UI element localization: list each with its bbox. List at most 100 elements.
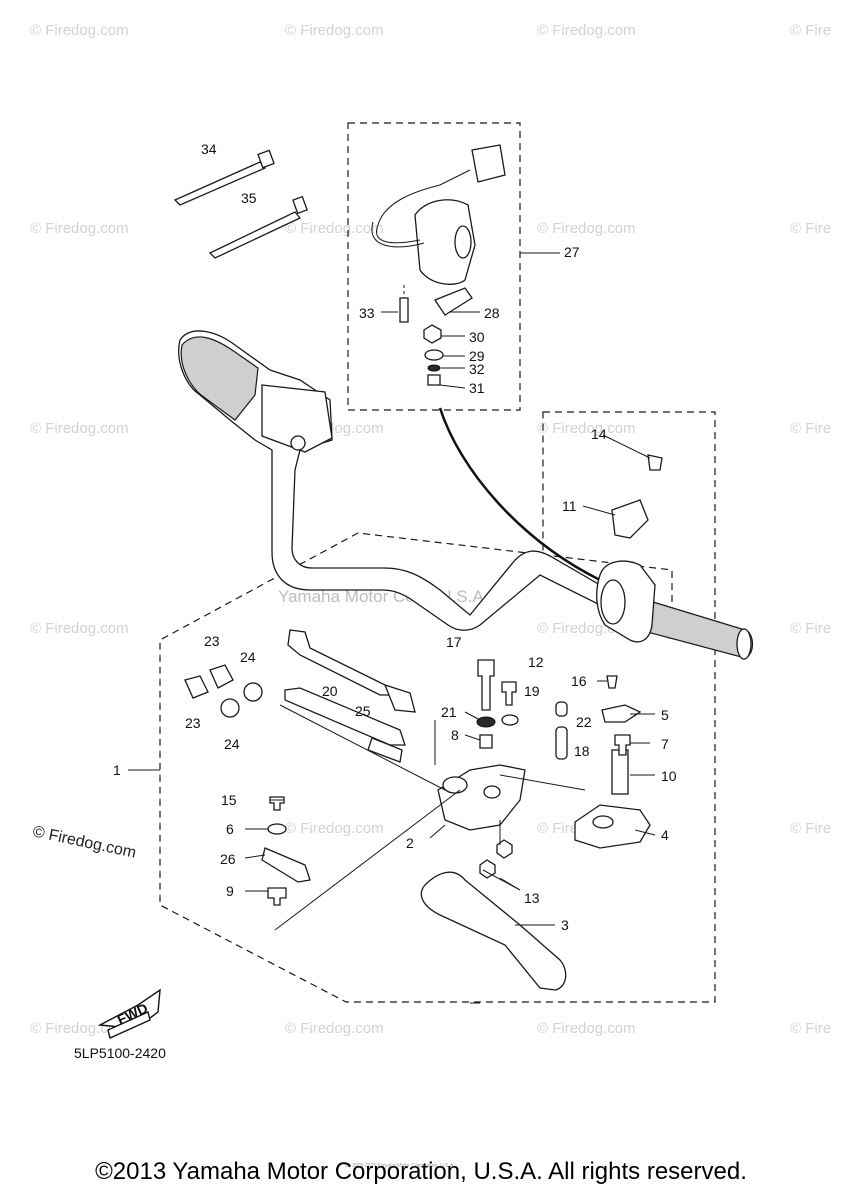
callout-9: 9 — [226, 883, 234, 899]
callout-13: 13 — [524, 890, 540, 906]
screw-14 — [647, 454, 663, 471]
nut-13 — [479, 859, 496, 879]
watermark: © Firedog.com — [537, 420, 636, 437]
pin-18 — [555, 726, 568, 760]
callout-5: 5 — [661, 707, 669, 723]
callout-14: 14 — [591, 426, 607, 442]
callout-16: 16 — [571, 673, 587, 689]
callout-2: 2 — [406, 835, 414, 851]
drawing-code: 5LP5100-2420 — [74, 1045, 166, 1061]
lever-assembly-parts — [184, 629, 651, 991]
callout-29: 29 — [469, 348, 485, 364]
callout-6: 6 — [226, 821, 234, 837]
cable-tie-35 — [208, 211, 302, 259]
small-leaders — [244, 311, 607, 892]
cable-20 — [284, 687, 406, 746]
washer-29 — [424, 349, 444, 361]
bolt-12 — [501, 681, 517, 706]
callout-1: 1 — [113, 762, 121, 778]
watermark: © Fire — [790, 420, 831, 437]
plate-5 — [601, 704, 642, 723]
screw-23 — [184, 675, 209, 699]
bolt-17 — [477, 659, 495, 711]
watermark: © Firedog.com — [285, 220, 384, 237]
callout-11: 11 — [562, 498, 577, 514]
callout-20: 20 — [322, 683, 338, 699]
left-grip — [180, 336, 259, 421]
callouts: 1 2 3 4 5 6 7 8 9 10 11 12 13 14 15 16 1… — [113, 141, 677, 933]
callout-3: 3 — [561, 917, 569, 933]
bracket-2 — [437, 764, 526, 831]
tiny-copyright: (c) 2005-2015 Yamaha Motor Corporation, … — [345, 1163, 455, 1169]
left-switch-housing — [261, 384, 333, 453]
watermark-grid: © Firedog.com © Firedog.com © Firedog.co… — [30, 22, 831, 1037]
switch-wire — [438, 407, 601, 582]
bolt-7 — [614, 734, 631, 756]
lever-3 — [420, 871, 567, 991]
callout-26: 26 — [220, 851, 236, 867]
switch-cover — [611, 499, 649, 539]
right-grip — [639, 597, 754, 659]
watermark: © Firedog.com — [30, 420, 129, 437]
callout-27: 27 — [564, 244, 580, 260]
callout-35: 35 — [241, 190, 257, 206]
watermark: © Firedog.com — [537, 22, 636, 39]
washer-24 — [220, 698, 240, 718]
cable-ties — [173, 149, 308, 259]
washer-24 — [243, 682, 263, 702]
callout-22: 22 — [576, 714, 592, 730]
callout-32: 32 — [469, 361, 485, 377]
callout-leaders — [128, 252, 656, 1004]
callout-23: 23 — [204, 633, 220, 649]
callout-19: 19 — [524, 683, 540, 699]
callout-15: 15 — [221, 792, 237, 808]
pin-22 — [555, 701, 568, 717]
screw-15 — [269, 796, 285, 811]
watermark: © Firedog.com — [285, 22, 384, 39]
screw-23 — [209, 664, 234, 689]
watermark: © Firedog.com — [30, 22, 129, 39]
callout-18: 18 — [574, 743, 590, 759]
watermark: © Firedog.com — [537, 220, 636, 237]
watermark: © Fire — [790, 1020, 831, 1037]
watermark: © Firedog.com — [285, 1020, 384, 1037]
callout-31: 31 — [469, 380, 485, 396]
right-switch-housing — [596, 454, 663, 643]
callout-4: 4 — [661, 827, 669, 843]
watermark: © Firedog.com — [30, 620, 129, 637]
copyright-footer: ©2013 Yamaha Motor Corporation, U.S.A. A… — [95, 1158, 747, 1185]
callout-33: 33 — [359, 305, 375, 321]
callout-12: 12 — [528, 654, 544, 670]
switch-bracket-28 — [434, 287, 473, 316]
screw-31 — [427, 374, 441, 386]
bolt-33 — [399, 297, 409, 323]
screw-9 — [267, 887, 287, 906]
cable-tie-34 — [173, 161, 267, 206]
callout-25: 25 — [355, 703, 371, 719]
nut-13 — [496, 839, 513, 859]
switch-assembly-box — [347, 122, 521, 411]
cable-25 — [287, 629, 392, 696]
watermark: © Fire — [790, 220, 831, 237]
collar-8 — [479, 734, 493, 749]
washer-6 — [267, 823, 287, 835]
watermark: © Firedog.com — [285, 820, 384, 837]
callout-24: 24 — [224, 736, 240, 752]
washer-19 — [501, 714, 519, 726]
screw-16 — [606, 675, 618, 689]
side-watermark: © Firedog.com — [31, 823, 137, 861]
fwd-arrow-icon: FWD — [97, 988, 161, 1039]
callout-21: 21 — [441, 704, 457, 720]
plate-26 — [261, 847, 311, 883]
callout-24: 24 — [240, 649, 256, 665]
watermark: © Fire — [790, 22, 831, 39]
callout-34: 34 — [201, 141, 217, 157]
handlebar — [178, 330, 754, 660]
nut-30 — [423, 324, 442, 344]
watermark: © Firedog.com — [30, 220, 129, 237]
connector — [471, 144, 506, 183]
callout-10: 10 — [661, 768, 677, 784]
watermark: © Firedog.com — [537, 1020, 636, 1037]
callout-30: 30 — [469, 329, 485, 345]
